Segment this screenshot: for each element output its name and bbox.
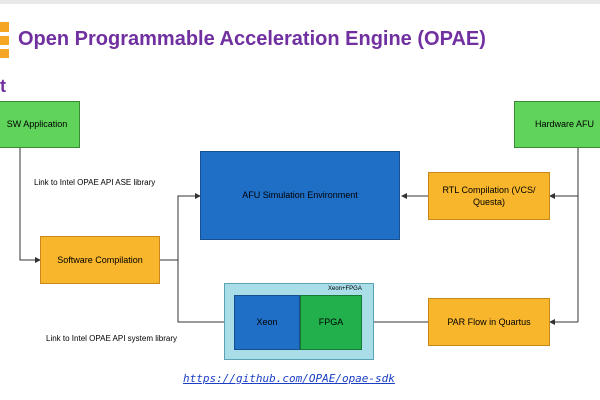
xeon-label: Xeon <box>256 317 278 328</box>
fpga-box: FPGA <box>300 295 362 350</box>
fpga-label: FPGA <box>318 317 344 328</box>
software-compilation-box: Software Compilation <box>40 236 160 284</box>
rtl-compilation-box: RTL Compilation (VCS/ Questa) <box>428 172 550 220</box>
rtl-compilation-label: RTL Compilation (VCS/ Questa) <box>442 184 536 207</box>
sw-application-label: SW Application <box>6 119 68 130</box>
afu-sim-env-label: AFU Simulation Environment <box>242 190 358 201</box>
subtitle-fragment: t <box>0 76 6 96</box>
sw-application-box: SW Application <box>0 101 80 148</box>
afu-sim-env-box: AFU Simulation Environment <box>200 151 400 240</box>
xeon-fpga-label: Xeon+FPGA <box>328 286 362 292</box>
xeon-box: Xeon <box>234 295 300 350</box>
logo-fragment <box>0 22 9 58</box>
top-bar <box>0 0 600 4</box>
hardware-afu-box: Hardware AFU <box>514 101 600 148</box>
github-link[interactable]: https://github.com/OPAE/opae-sdk <box>183 372 395 385</box>
page-title: Open Programmable Acceleration Engine (O… <box>18 28 486 50</box>
par-flow-box: PAR Flow in Quartus <box>428 298 550 346</box>
hardware-afu-label: Hardware AFU <box>535 119 595 130</box>
par-flow-label: PAR Flow in Quartus <box>447 316 531 327</box>
link-ase-label: Link to Intel OPAE API ASE library <box>34 178 156 187</box>
compile-to-sim-line <box>160 193 201 261</box>
software-compilation-label: Software Compilation <box>57 254 143 265</box>
compile-to-xeon-line <box>177 260 235 325</box>
link-system-label: Link to Intel OPAE API system library <box>46 334 178 343</box>
sw-app-to-compile-line <box>19 148 41 263</box>
